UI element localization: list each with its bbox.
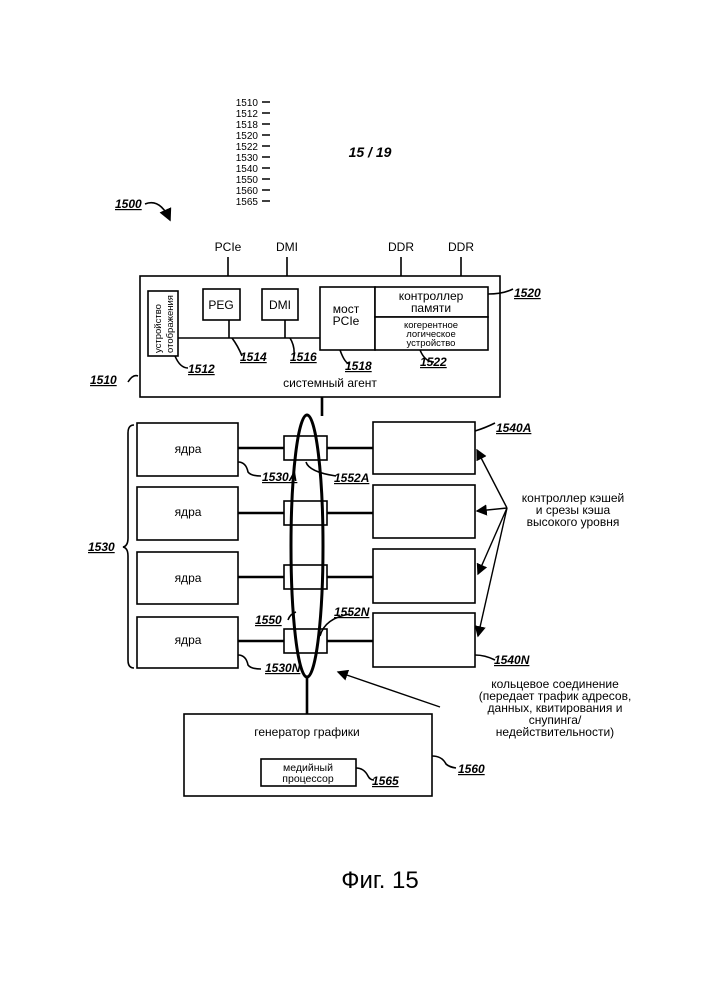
figure-ref: 1500 xyxy=(115,197,142,211)
ref-list-item: 1530 xyxy=(236,153,259,164)
ref-list-item: 1550 xyxy=(236,175,259,186)
media-processor-label-2: процессор xyxy=(282,773,334,785)
cache-slice-box xyxy=(373,613,475,667)
ref-1518: 1518 xyxy=(345,359,372,373)
core-row: ядра xyxy=(137,549,475,604)
display-device-label-1: устройство xyxy=(153,304,164,353)
ring-arrow xyxy=(338,672,440,707)
port-pcie: PCIe xyxy=(215,240,242,254)
dmi-label: DMI xyxy=(269,298,291,312)
ref-1530A: 1530A xyxy=(262,470,297,484)
ref-1565: 1565 xyxy=(372,774,399,788)
figure-caption: Фиг. 15 xyxy=(341,867,419,894)
ref-1516: 1516 xyxy=(290,350,317,364)
ring-description-5: недействительности) xyxy=(496,725,614,739)
graphics-engine-label: генератор графики xyxy=(254,725,359,739)
ref-1540N: 1540N xyxy=(494,653,530,667)
ring-stop xyxy=(284,436,327,460)
ref-list-item: 1520 xyxy=(236,131,259,142)
ref-1530: 1530 xyxy=(88,540,115,554)
core-label: ядра xyxy=(175,633,202,647)
cores-brace xyxy=(123,425,134,668)
ref-1510: 1510 xyxy=(90,373,117,387)
core-row: ядра xyxy=(137,485,475,540)
ref-list-item: 1565 xyxy=(236,197,259,208)
ref-1540A: 1540A xyxy=(496,421,531,435)
ref-1530N: 1530N xyxy=(265,661,301,675)
peg-label: PEG xyxy=(208,298,233,312)
ref-list-item: 1510 xyxy=(236,98,259,109)
ref-list-item: 1512 xyxy=(236,109,259,120)
ref-1514: 1514 xyxy=(240,350,267,364)
pcie-bridge-label-2: PCIe xyxy=(333,314,360,328)
cache-description-3: высокого уровня xyxy=(527,515,620,529)
display-device-label-2: отображения xyxy=(165,295,176,353)
port-ddr-2: DDR xyxy=(448,240,474,254)
system-agent-label: системный агент xyxy=(283,376,377,390)
ref-1552N: 1552N xyxy=(334,605,370,619)
port-dmi: DMI xyxy=(276,240,298,254)
core-label: ядра xyxy=(175,442,202,456)
sheet-number: 15 / 19 xyxy=(349,144,392,160)
figure-ref-arrow xyxy=(145,203,170,220)
core-row: ядра xyxy=(137,422,475,476)
reference-list: 1510 1512 1518 1520 1522 1530 1540 1550 … xyxy=(236,98,270,208)
core-label: ядра xyxy=(175,505,202,519)
port-ddr-1: DDR xyxy=(388,240,414,254)
ref-1560: 1560 xyxy=(458,762,485,776)
ref-list-item: 1560 xyxy=(236,186,259,197)
coherent-logic-label-3: устройство xyxy=(407,338,456,349)
ref-1552A: 1552A xyxy=(334,471,369,485)
ref-1522: 1522 xyxy=(420,355,447,369)
cache-arrows xyxy=(477,450,507,636)
ref-list-item: 1540 xyxy=(236,164,259,175)
core-label: ядра xyxy=(175,571,202,585)
ref-1550: 1550 xyxy=(255,613,282,627)
cache-slice-box xyxy=(373,549,475,603)
ref-1512: 1512 xyxy=(188,362,215,376)
core-row: ядра xyxy=(137,613,475,668)
cache-slice-box xyxy=(373,485,475,538)
memory-controller-label-2: памяти xyxy=(411,301,451,315)
ref-1520: 1520 xyxy=(514,286,541,300)
ref-list-item: 1518 xyxy=(236,120,259,131)
ref-list-item: 1522 xyxy=(236,142,259,153)
cache-slice-box xyxy=(373,422,475,474)
